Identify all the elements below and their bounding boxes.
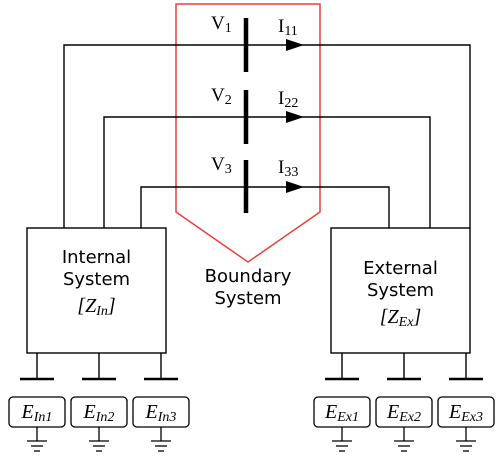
ground-icon xyxy=(332,427,352,452)
internal-system-label: Internal System [ZIn] xyxy=(61,247,132,319)
external-system-label: External System [ZEx] xyxy=(363,258,438,330)
boundary-system-label: Boundary System xyxy=(204,266,292,309)
source-label-in2: EIn2 xyxy=(83,401,115,425)
ground-icon xyxy=(456,427,476,452)
bus-2-voltage-label: V2 xyxy=(211,85,232,108)
boundary-system-outline xyxy=(175,3,321,263)
source-label-in3: EIn3 xyxy=(145,401,177,425)
wire-bus-2 xyxy=(103,116,431,228)
wire-bus-1 xyxy=(63,44,471,228)
current-arrow-1 xyxy=(286,39,304,51)
ground-icon xyxy=(151,427,171,452)
source-label-in1: EIn1 xyxy=(21,401,53,425)
ground-icon xyxy=(394,427,414,452)
ground-icon xyxy=(89,427,109,452)
bus-2-current-label: I22 xyxy=(278,88,299,111)
wire-bus-3 xyxy=(140,186,390,228)
bus-1-current-label: I11 xyxy=(278,16,298,39)
source-label-ex2: EEx2 xyxy=(387,401,421,425)
external-system-box xyxy=(330,227,471,354)
source-label-ex1: EEx1 xyxy=(325,401,359,425)
current-arrow-2 xyxy=(286,111,304,123)
ground-icon xyxy=(27,427,47,452)
bus-3-current-label: I33 xyxy=(278,157,299,180)
source-label-ex3: EEx3 xyxy=(449,401,483,425)
current-arrow-3 xyxy=(286,181,304,193)
internal-system-box xyxy=(26,227,167,354)
bus-3-voltage-label: V3 xyxy=(211,154,232,177)
bus-1-voltage-label: V1 xyxy=(211,13,232,36)
